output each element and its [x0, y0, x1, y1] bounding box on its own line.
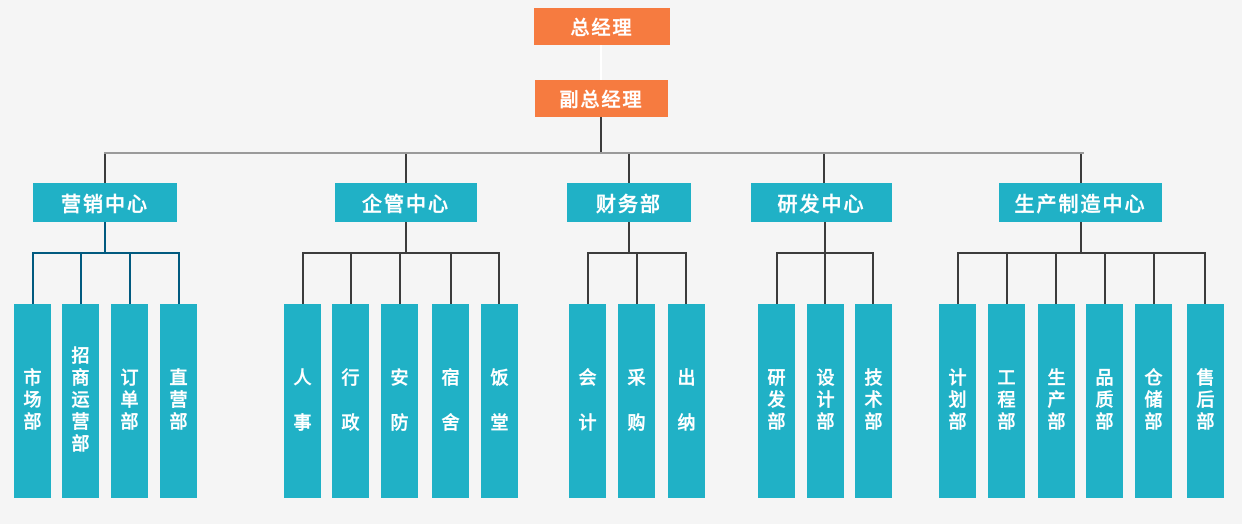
- connector-enterprise-child-drop: [350, 252, 352, 304]
- connector-enterprise-child-drop: [399, 252, 401, 304]
- node-dept-orders: 订单部: [111, 304, 148, 498]
- connector-marketing-stem: [104, 222, 106, 254]
- node-dept-cashier: 出纳: [668, 304, 705, 498]
- connector-rnd-child-drop: [872, 252, 874, 304]
- connector-drop-production: [1080, 154, 1082, 183]
- connector-production-rail: [957, 252, 1206, 254]
- connector-drop-finance: [628, 154, 630, 183]
- node-dept-dormitory: 宿舍: [432, 304, 469, 498]
- connector-finance-stem: [628, 222, 630, 254]
- node-dept-design: 设计部: [807, 304, 844, 498]
- connector-production-child-drop: [1055, 252, 1057, 304]
- node-center-marketing: 营销中心: [33, 183, 177, 222]
- connector-deputy-trunk: [600, 117, 602, 154]
- connector-rnd-stem: [824, 222, 826, 254]
- node-dept-technology: 技术部: [855, 304, 892, 498]
- connector-enterprise-stem: [405, 222, 407, 254]
- node-dept-rnd: 研发部: [758, 304, 795, 498]
- connector-rnd-child-drop: [776, 252, 778, 304]
- node-center-rnd: 研发中心: [751, 183, 892, 222]
- connector-drop-marketing: [104, 154, 106, 183]
- node-general-manager: 总经理: [534, 8, 670, 45]
- node-dept-hr: 人事: [284, 304, 321, 498]
- connector-enterprise-rail: [302, 252, 500, 254]
- connector-root-deputy: [600, 45, 602, 80]
- connector-production-child-drop: [1104, 252, 1106, 304]
- node-dept-aftersales: 售后部: [1187, 304, 1224, 498]
- connector-drop-enterprise: [405, 154, 407, 183]
- node-dept-admin: 行政: [332, 304, 369, 498]
- connector-marketing-child-drop: [80, 252, 82, 304]
- node-dept-production: 生产部: [1038, 304, 1075, 498]
- node-center-enterprise-management: 企管中心: [335, 183, 477, 222]
- connector-production-child-drop: [957, 252, 959, 304]
- connector-finance-child-drop: [636, 252, 638, 304]
- connector-production-child-drop: [1006, 252, 1008, 304]
- connector-enterprise-child-drop: [450, 252, 452, 304]
- node-dept-direct-sales: 直营部: [160, 304, 197, 498]
- connector-marketing-child-drop: [178, 252, 180, 304]
- connector-main-rail: [104, 152, 1084, 154]
- connector-production-child-drop: [1153, 252, 1155, 304]
- node-dept-security: 安防: [381, 304, 418, 498]
- node-dept-planning: 计划部: [939, 304, 976, 498]
- node-dept-canteen: 饭堂: [481, 304, 518, 498]
- node-dept-market: 市场部: [14, 304, 51, 498]
- connector-marketing-child-drop: [129, 252, 131, 304]
- node-deputy-general-manager: 副总经理: [535, 80, 668, 117]
- node-dept-accounting: 会计: [569, 304, 606, 498]
- connector-marketing-rail: [32, 252, 180, 254]
- node-center-finance: 财务部: [567, 183, 691, 222]
- connector-production-child-drop: [1204, 252, 1206, 304]
- node-center-production: 生产制造中心: [999, 183, 1162, 222]
- connector-enterprise-child-drop: [498, 252, 500, 304]
- connector-drop-rnd: [823, 154, 825, 183]
- connector-marketing-child-drop: [32, 252, 34, 304]
- node-dept-investment-operations: 招商运营部: [62, 304, 99, 498]
- node-dept-warehouse: 仓储部: [1135, 304, 1172, 498]
- node-dept-engineering: 工程部: [988, 304, 1025, 498]
- connector-production-stem: [1080, 222, 1082, 254]
- connector-rnd-child-drop: [824, 252, 826, 304]
- connector-finance-child-drop: [685, 252, 687, 304]
- node-dept-purchasing: 采购: [618, 304, 655, 498]
- connector-enterprise-child-drop: [302, 252, 304, 304]
- node-dept-quality: 品质部: [1086, 304, 1123, 498]
- connector-finance-child-drop: [587, 252, 589, 304]
